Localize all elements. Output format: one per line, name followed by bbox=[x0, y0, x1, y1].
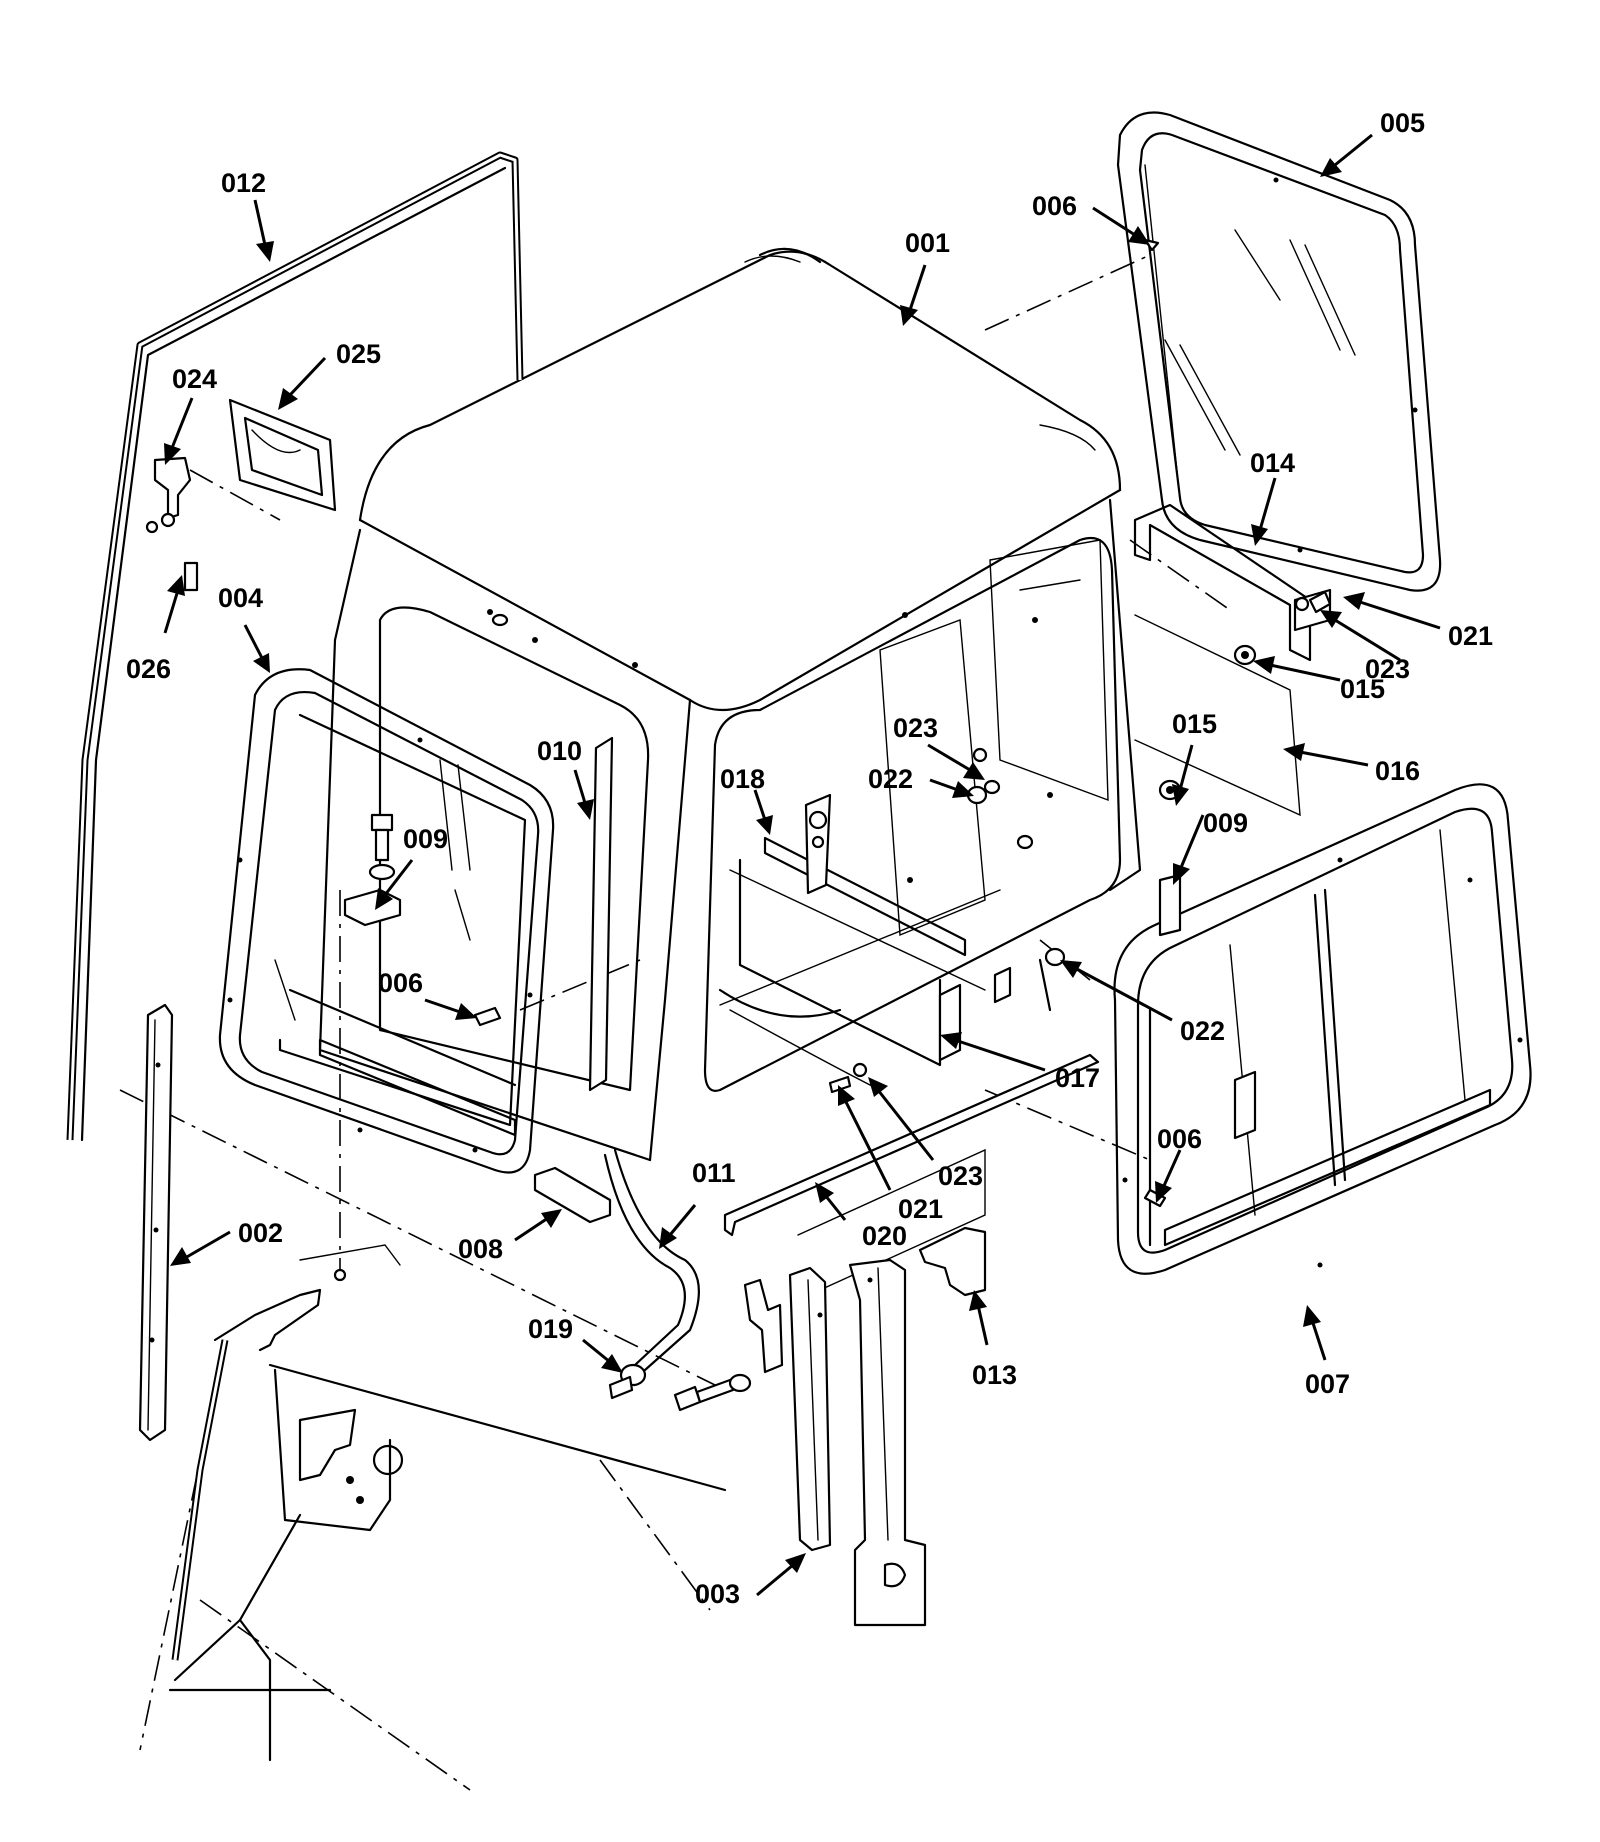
bracket-003 bbox=[743, 1258, 927, 1627]
callout-018: 018 bbox=[720, 764, 765, 794]
lamp-025 bbox=[228, 398, 337, 512]
callout-025: 025 bbox=[336, 339, 381, 369]
callout-015-mid: 015 bbox=[1172, 709, 1217, 739]
callout-009-right: 009 bbox=[1203, 808, 1248, 838]
callout-026: 026 bbox=[126, 654, 171, 684]
callout-024: 024 bbox=[172, 364, 217, 394]
lower-frame bbox=[168, 1244, 727, 1762]
trim-strips bbox=[588, 736, 832, 1092]
assembly-centerlines bbox=[119, 254, 1231, 1791]
bracket-013 bbox=[918, 1226, 987, 1297]
callout-016: 016 bbox=[1375, 756, 1420, 786]
callout-014: 014 bbox=[1250, 448, 1295, 478]
callout-004: 004 bbox=[218, 583, 263, 613]
callout-022-bottom: 022 bbox=[1180, 1016, 1225, 1046]
callout-001: 001 bbox=[905, 228, 950, 258]
callout-006-left: 006 bbox=[378, 968, 423, 998]
callout-006-top: 006 bbox=[1032, 191, 1077, 221]
rear-window-005 bbox=[1116, 111, 1442, 592]
callout-021-bottom: 021 bbox=[898, 1194, 943, 1224]
front-window-004 bbox=[218, 668, 555, 1174]
panel-016 bbox=[1134, 614, 1301, 817]
callout-005: 005 bbox=[1380, 108, 1425, 138]
callout-019: 019 bbox=[528, 1314, 573, 1344]
callout-022-mid: 022 bbox=[868, 764, 913, 794]
callout-006-right: 006 bbox=[1157, 1124, 1202, 1154]
cable-011 bbox=[603, 958, 1052, 1372]
door-seal-012 bbox=[66, 151, 524, 1142]
callout-013: 013 bbox=[972, 1360, 1017, 1390]
callout-020: 020 bbox=[862, 1221, 907, 1251]
bracket-014 bbox=[1133, 503, 1332, 662]
callout-023-top: 023 bbox=[1365, 654, 1410, 684]
callout-002: 002 bbox=[238, 1218, 283, 1248]
callout-023-bottom: 023 bbox=[938, 1161, 983, 1191]
callout-010: 010 bbox=[537, 736, 582, 766]
fasteners bbox=[145, 238, 1167, 1412]
callout-015-top: 015 bbox=[1340, 674, 1385, 704]
sill-strips bbox=[533, 966, 1100, 1301]
cab-body bbox=[318, 247, 1142, 1162]
callout-011: 011 bbox=[692, 1158, 736, 1188]
callout-003: 003 bbox=[695, 1579, 740, 1609]
callout-023-mid: 023 bbox=[893, 713, 938, 743]
callout-labels: 001 002 003 004 005 006 006 006 007 008 … bbox=[126, 108, 1493, 1609]
side-window-007 bbox=[1113, 783, 1532, 1275]
callout-012: 012 bbox=[221, 168, 266, 198]
callout-021-top: 021 bbox=[1448, 621, 1493, 651]
callout-007: 007 bbox=[1305, 1369, 1350, 1399]
pillar-002 bbox=[138, 1003, 174, 1442]
callout-017: 017 bbox=[1055, 1063, 1100, 1093]
block-009 bbox=[343, 873, 1182, 937]
callout-009-left: 009 bbox=[403, 824, 448, 854]
callout-arrows bbox=[163, 133, 1441, 1597]
callout-008: 008 bbox=[458, 1234, 503, 1264]
